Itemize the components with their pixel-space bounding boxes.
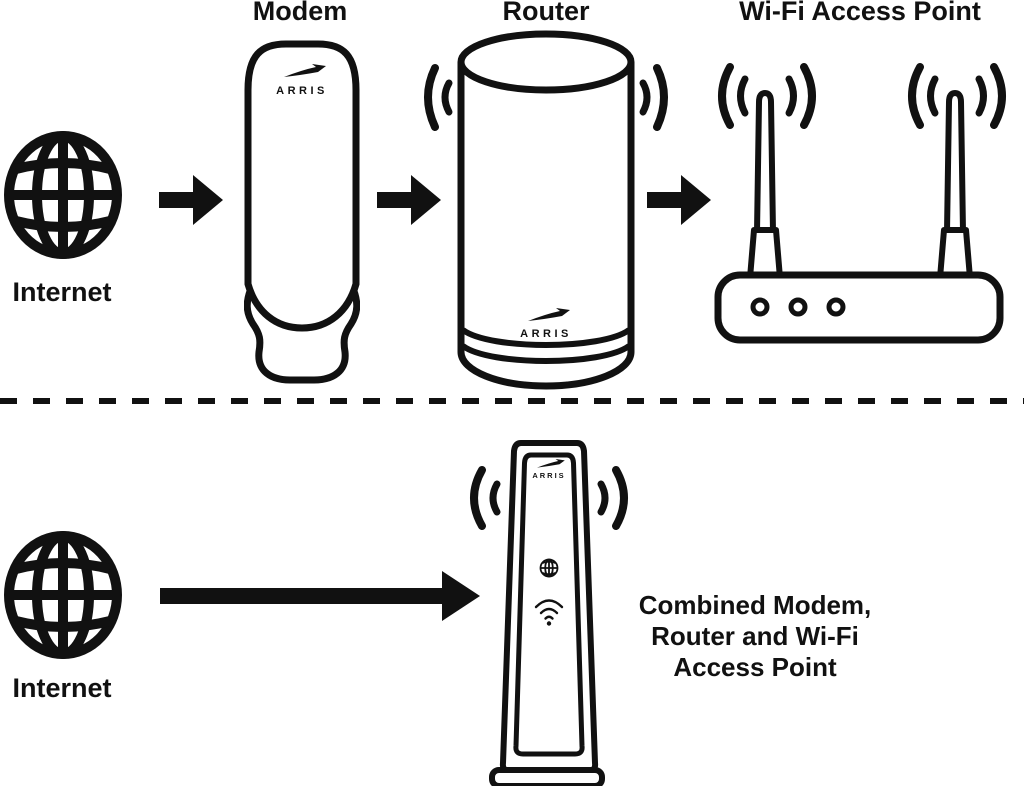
internet-label: Internet [12,277,112,307]
arris-logo: ARRIS [520,308,572,340]
modem-label: Modem [252,0,348,26]
section-divider [0,398,1024,404]
led-indicator [750,297,846,317]
flow-arrow-icon [160,571,480,621]
svg-text:ARRIS: ARRIS [520,328,572,340]
internet-label: Internet [12,673,112,703]
arris-logo: ARRIS [532,459,565,480]
internet-globe-icon [4,131,122,259]
caption-line: Combined Modem, [638,590,872,620]
arris-logo: ARRIS [276,64,328,97]
svg-text:ARRIS: ARRIS [276,85,328,97]
flow-arrow-icon [647,175,711,225]
flow-arrow-icon [377,175,441,225]
access-point-label: Wi-Fi Access Point [739,0,981,26]
caption-line: Router and Wi-Fi [651,621,859,651]
caption-line: Access Point [673,652,837,682]
wifi-waves-icon [470,466,628,530]
antenna [747,90,973,281]
router-label: Router [502,0,590,26]
flow-arrow-icon [159,175,223,225]
globe-status-icon [539,558,559,578]
combined-device-illustration: ARRIS [470,440,628,786]
modem-illustration: ARRIS [244,40,360,384]
access-point-illustration [714,63,1006,344]
wifi-waves-icon [424,64,668,131]
wifi-status-icon [534,599,564,626]
internet-globe-icon [4,531,122,659]
wifi-waves-icon [718,63,1006,129]
combined-device-caption: Combined Modem, Router and Wi-Fi Access … [610,590,900,683]
svg-text:ARRIS: ARRIS [532,471,565,480]
router-illustration: ARRIS [424,30,668,390]
